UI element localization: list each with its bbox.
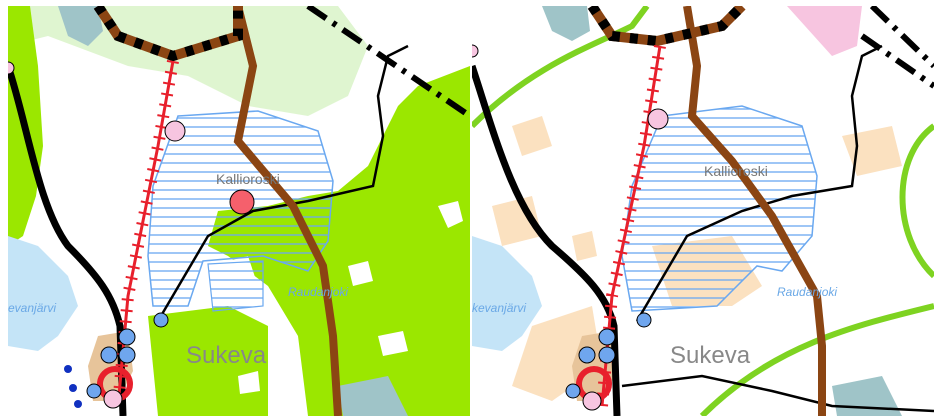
wetland-bottom [338, 376, 408, 416]
area-label: Kallioroski [704, 163, 768, 179]
red-symbol [229, 189, 255, 215]
blue-symbol [578, 346, 596, 364]
brown-road-top-stripes [93, 6, 243, 62]
brown-road [233, 6, 342, 416]
pink-symbol-edge [472, 44, 479, 58]
brown-road [683, 6, 826, 416]
local-road [156, 44, 409, 322]
river-label: Raudanjoki [288, 285, 348, 299]
sand-patch [572, 231, 597, 261]
pink-symbol [103, 389, 123, 409]
lake-area [8, 236, 78, 351]
blue-symbol [86, 383, 102, 399]
power-line [860, 33, 934, 89]
pink-symbol [582, 391, 602, 411]
blue-symbol [153, 312, 169, 328]
sand-patch [512, 116, 552, 156]
power-line [306, 6, 470, 119]
pink-area [787, 6, 862, 56]
blue-symbol [598, 346, 616, 364]
hatched-sub-area [207, 260, 264, 312]
map-panel-left: Kallioroski Sukeva Raudanjoki evanjärvi [8, 6, 470, 416]
lake-area [472, 236, 542, 351]
dot-symbol [64, 365, 72, 373]
clearing [238, 371, 260, 394]
clearing [438, 201, 463, 228]
sand-patch [492, 196, 542, 246]
brown-road-top-stripes [587, 6, 746, 47]
pink-symbol-edge [8, 61, 15, 75]
lake-label: kevanjärvi [472, 301, 526, 315]
dot-symbol [74, 400, 82, 408]
map-panel-right: Kallioroski Sukeva Raudanjoki kevanjärvi [472, 6, 934, 416]
river-label: Raudanjoki [777, 285, 837, 299]
main-road [472, 64, 621, 416]
local-road [635, 44, 883, 322]
power-line [869, 6, 934, 69]
blue-symbol [565, 383, 581, 399]
area-label: Kallioroski [216, 171, 280, 187]
clearing [378, 331, 408, 356]
green-ring-line [699, 303, 934, 416]
forest-area-right [208, 66, 470, 416]
town-label: Sukeva [670, 342, 751, 369]
blue-symbol [636, 312, 652, 328]
forest-area-bottom [148, 306, 268, 416]
map-canvas-right: Kallioroski Sukeva Raudanjoki kevanjärvi [472, 6, 934, 416]
main-road [8, 64, 127, 416]
lake-top [58, 6, 103, 46]
clearing [348, 261, 373, 286]
local-road-bottom [621, 374, 934, 413]
blue-symbol [118, 346, 136, 364]
pink-symbol [647, 108, 669, 130]
map-canvas-left: Kallioroski Sukeva Raudanjoki evanjärvi [8, 6, 470, 416]
lake-top [542, 6, 590, 41]
pink-symbol [164, 120, 186, 142]
lake-label: evanjärvi [8, 301, 56, 315]
town-label: Sukeva [186, 342, 267, 369]
blue-symbol [100, 346, 118, 364]
blue-symbol [598, 328, 616, 346]
dot-symbol [69, 384, 77, 392]
blue-symbol [118, 328, 136, 346]
green-ring-line [899, 123, 934, 279]
green-ring-line [472, 6, 650, 129]
